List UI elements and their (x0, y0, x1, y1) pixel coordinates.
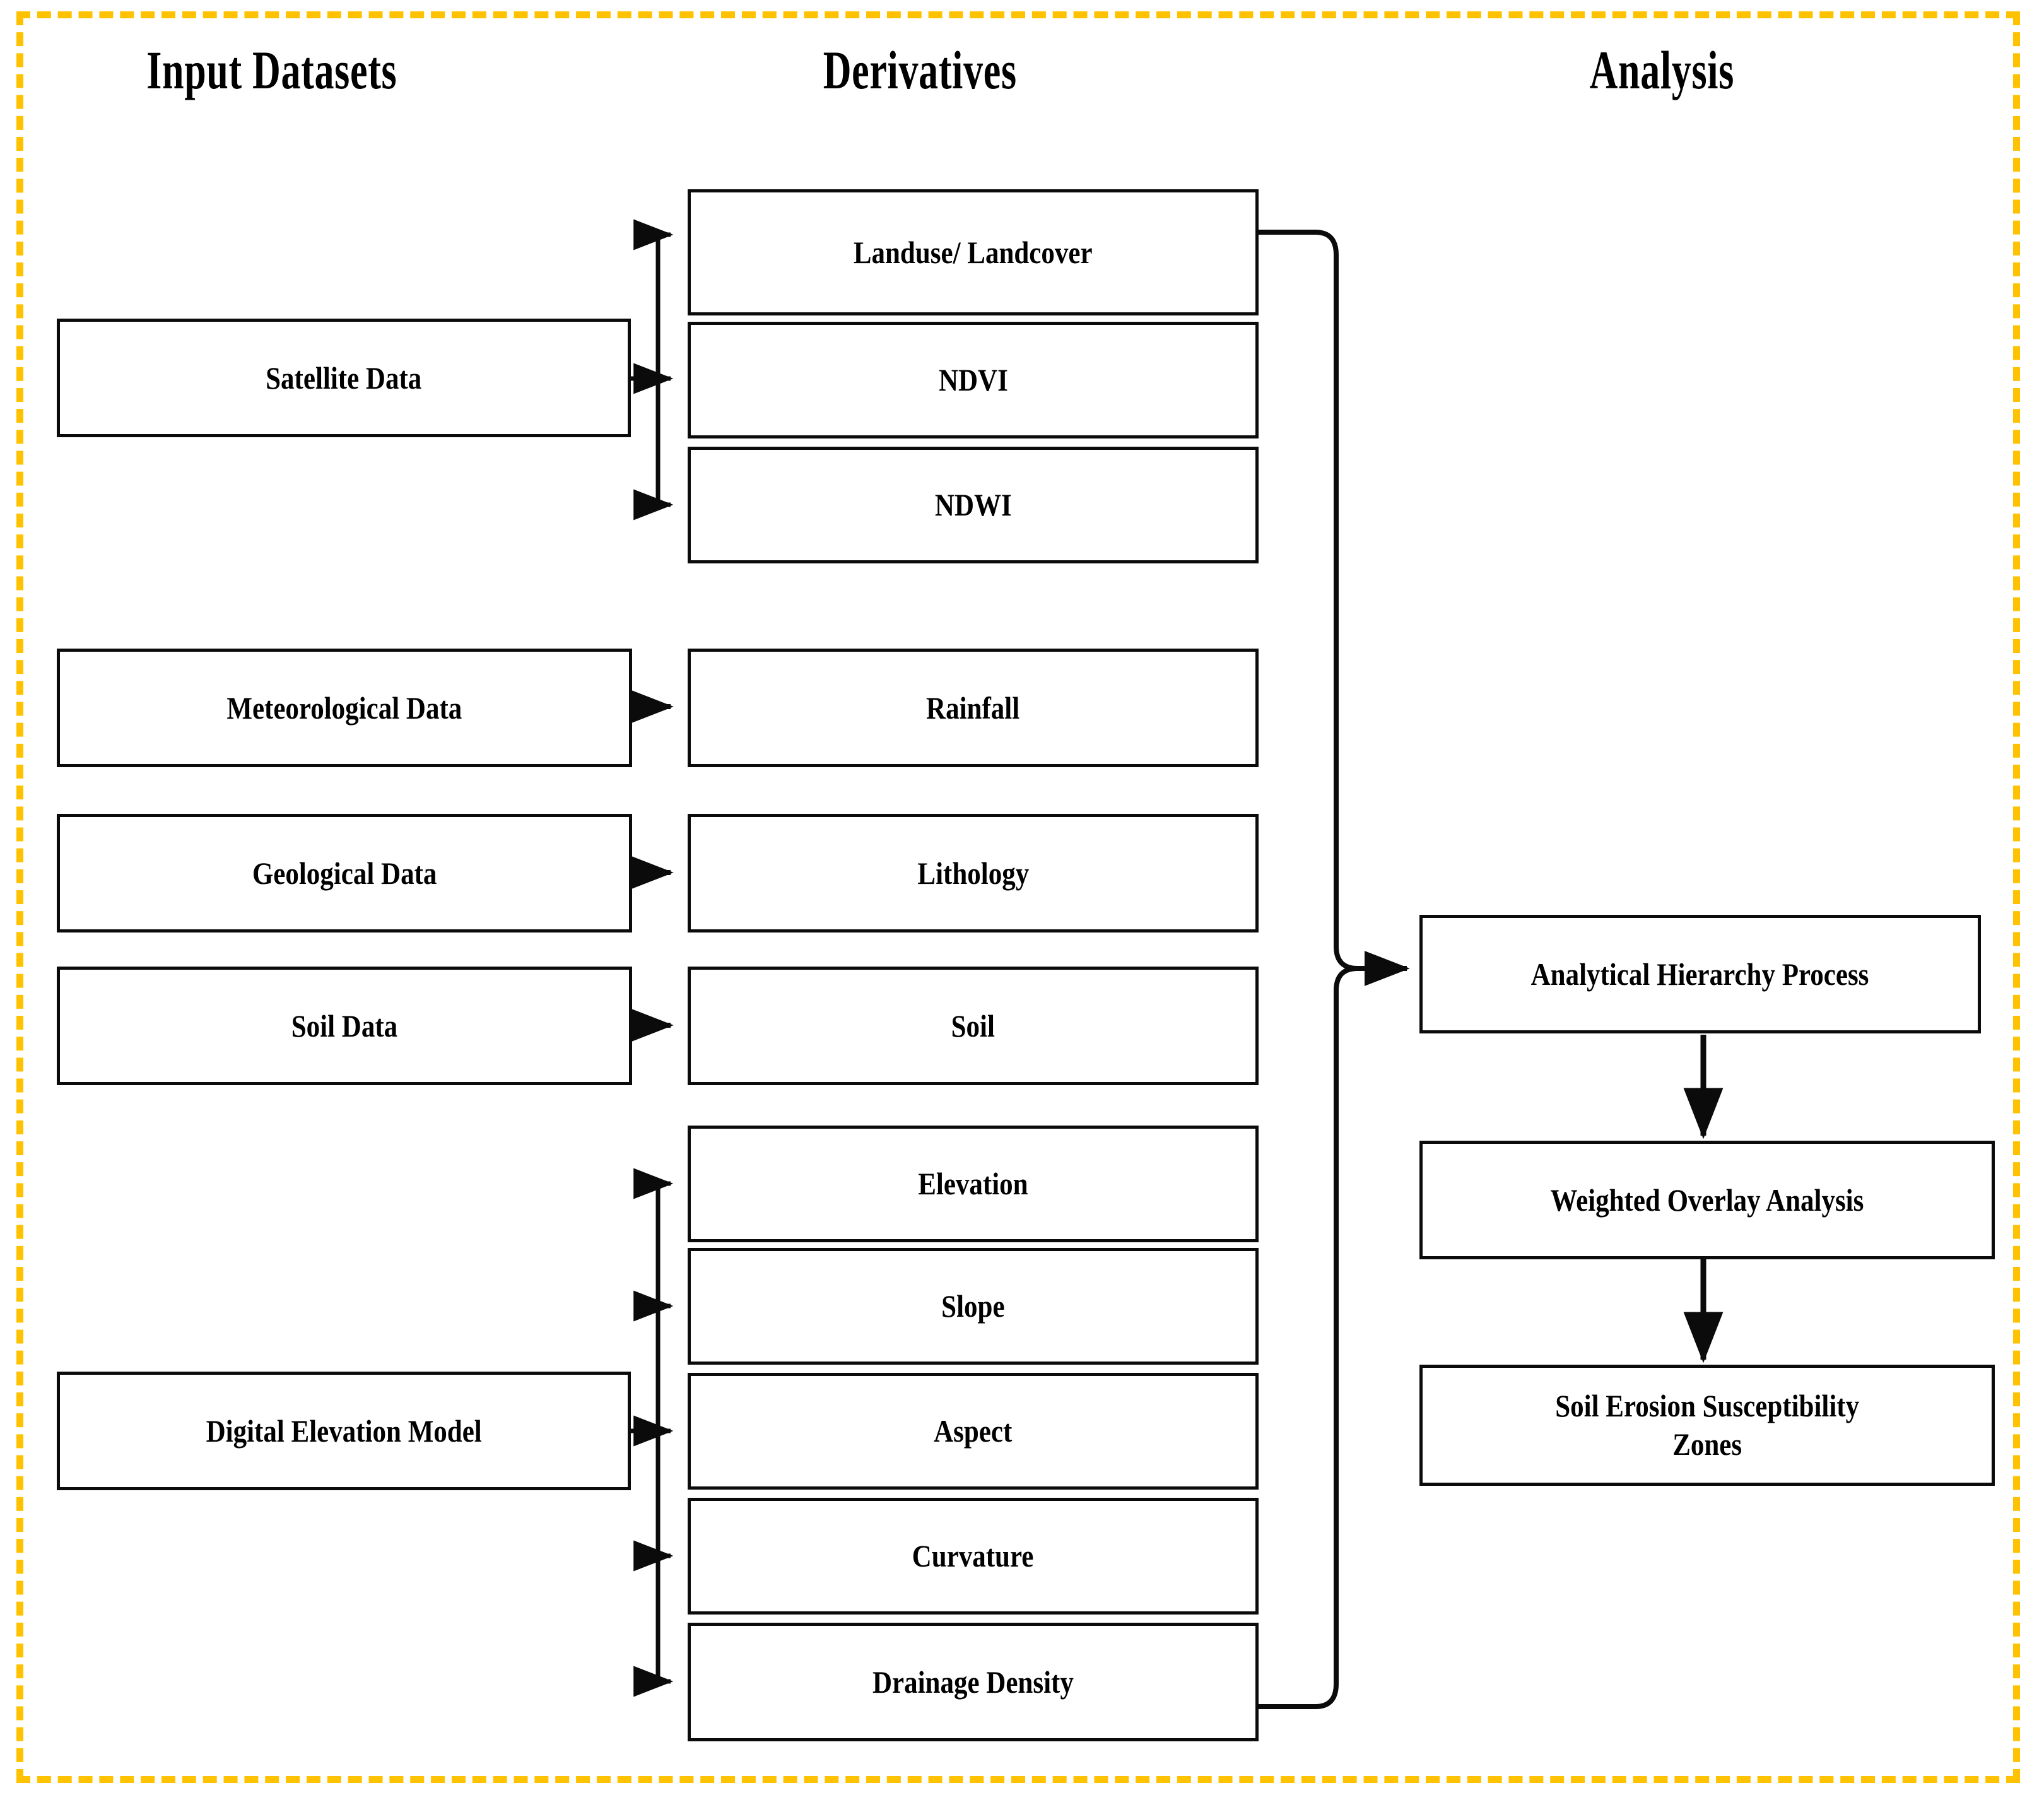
box-label-drainage-density: Drainage Density (872, 1664, 1074, 1700)
box-curvature[interactable]: Curvature (688, 1498, 1259, 1615)
box-label-ndwi: NDWI (934, 487, 1012, 522)
column-heading-derivatives: Derivatives (823, 40, 1017, 100)
box-slope[interactable]: Slope (688, 1248, 1259, 1365)
box-meteorological-data[interactable]: Meteorological Data (57, 649, 632, 767)
box-ndwi[interactable]: NDWI (688, 447, 1259, 563)
box-ndvi[interactable]: NDVI (688, 322, 1259, 438)
box-label-soil-data: Soil Data (291, 1008, 398, 1044)
box-label-aspect: Aspect (934, 1413, 1013, 1449)
column-heading-input-datasets: Input Datasets (146, 40, 397, 100)
figure-dashed-border (16, 11, 2020, 1783)
box-soil-erosion-susceptibility-zones[interactable]: Soil Erosion Susceptibility Zones (1419, 1365, 1995, 1486)
box-label-lithology: Lithology (917, 855, 1029, 891)
box-label-slope: Slope (941, 1288, 1005, 1324)
box-geological-data[interactable]: Geological Data (57, 814, 632, 932)
box-label-curvature: Curvature (912, 1538, 1034, 1574)
box-label-meteorological-data: Meteorological Data (226, 690, 462, 726)
box-label-soil-erosion-susceptibility-zones: Soil Erosion Susceptibility Zones (1555, 1388, 1859, 1462)
box-aspect[interactable]: Aspect (688, 1373, 1259, 1490)
box-analytical-hierarchy-process[interactable]: Analytical Hierarchy Process (1419, 915, 1981, 1033)
box-landuse-landcover[interactable]: Landuse/ Landcover (688, 189, 1259, 315)
box-label-weighted-overlay-analysis: Weighted Overlay Analysis (1550, 1182, 1864, 1218)
box-label-geological-data: Geological Data (252, 855, 437, 891)
box-satellite-data[interactable]: Satellite Data (57, 319, 631, 437)
box-lithology[interactable]: Lithology (688, 814, 1259, 932)
box-label-elevation: Elevation (918, 1166, 1028, 1201)
column-heading-analysis: Analysis (1589, 40, 1735, 100)
box-soil[interactable]: Soil (688, 967, 1259, 1085)
box-label-rainfall: Rainfall (926, 690, 1020, 726)
box-drainage-density[interactable]: Drainage Density (688, 1623, 1259, 1741)
box-elevation[interactable]: Elevation (688, 1126, 1259, 1242)
box-label-analytical-hierarchy-process: Analytical Hierarchy Process (1531, 956, 1869, 992)
box-label-satellite-data: Satellite Data (266, 360, 422, 396)
box-label-landuse-landcover: Landuse/ Landcover (854, 234, 1093, 270)
box-label-soil: Soil (951, 1008, 996, 1044)
box-label-ndvi: NDVI (938, 362, 1008, 397)
box-rainfall[interactable]: Rainfall (688, 649, 1259, 767)
box-weighted-overlay-analysis[interactable]: Weighted Overlay Analysis (1419, 1141, 1995, 1259)
box-soil-data[interactable]: Soil Data (57, 967, 632, 1085)
box-digital-elevation-model[interactable]: Digital Elevation Model (57, 1372, 631, 1490)
box-label-digital-elevation-model: Digital Elevation Model (206, 1413, 482, 1449)
